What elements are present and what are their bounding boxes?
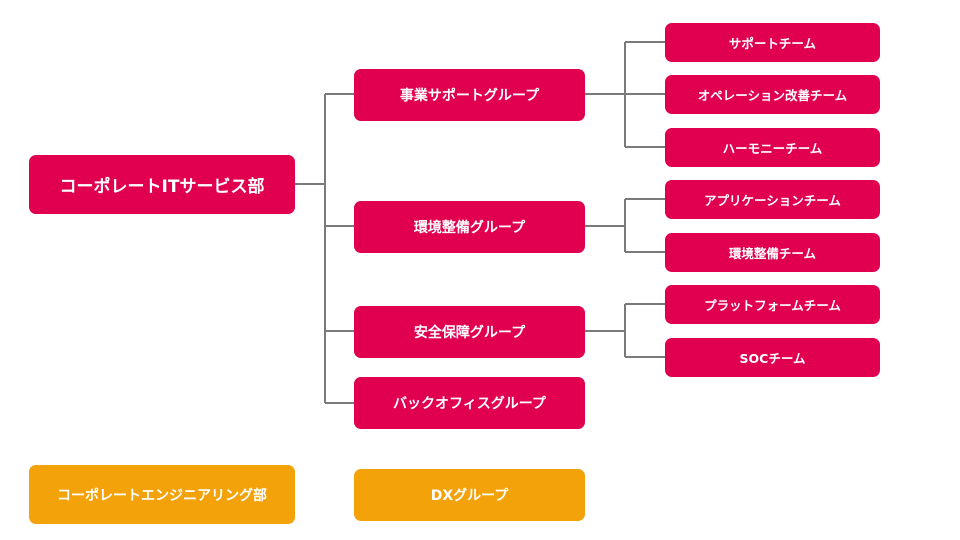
team-platform: プラットフォームチーム (665, 285, 880, 324)
team-soc: SOCチーム (665, 338, 880, 377)
team-application: アプリケーションチーム (665, 180, 880, 219)
group-security: 安全保障グループ (354, 306, 585, 358)
group-business-support: 事業サポートグループ (354, 69, 585, 121)
department-corporate-it-services: コーポレートITサービス部 (29, 155, 295, 214)
team-harmony: ハーモニーチーム (665, 128, 880, 167)
team-support: サポートチーム (665, 23, 880, 62)
group-back-office: バックオフィスグループ (354, 377, 585, 429)
group-environment: 環境整備グループ (354, 201, 585, 253)
team-operation-improvement: オペレーション改善チーム (665, 75, 880, 114)
department-corporate-engineering: コーポレートエンジニアリング部 (29, 465, 295, 524)
team-environment: 環境整備チーム (665, 233, 880, 272)
group-dx: DXグループ (354, 469, 585, 521)
